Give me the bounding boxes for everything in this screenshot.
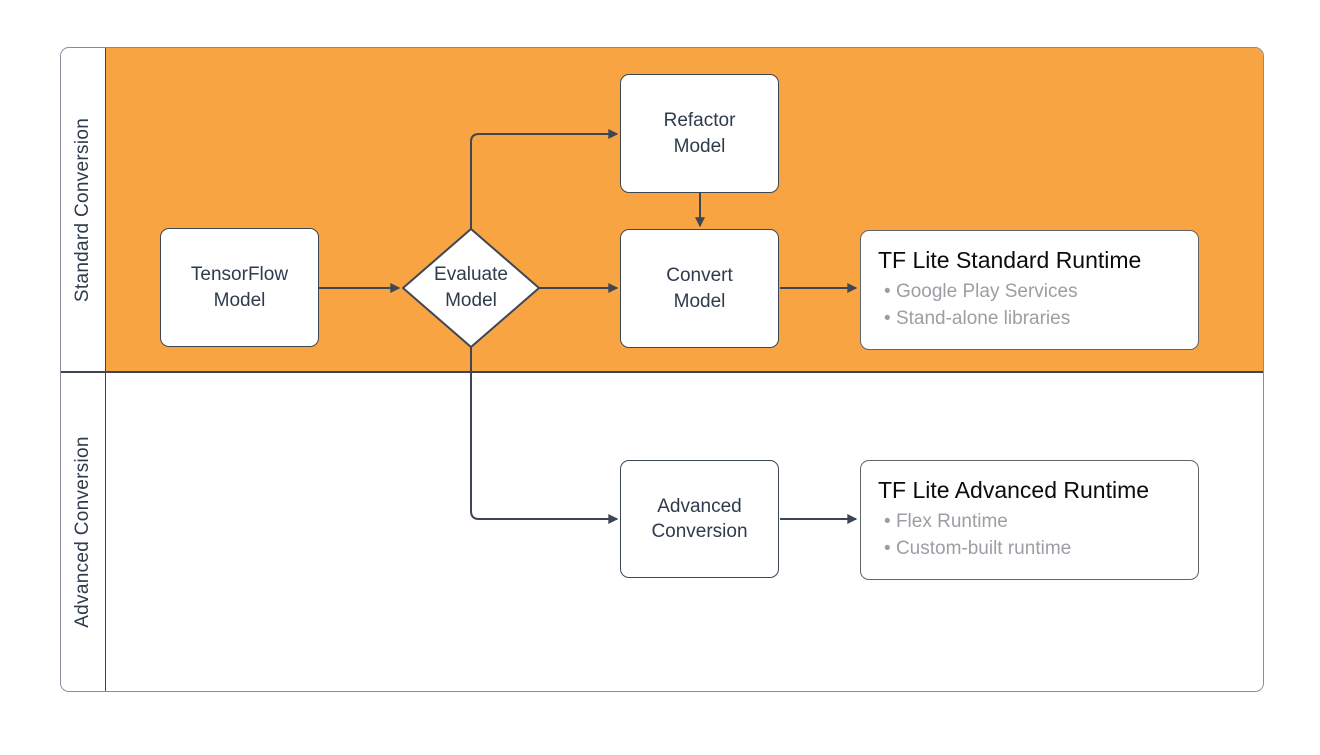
node-tflite-advanced-runtime: TF Lite Advanced Runtime Flex Runtime Cu… <box>860 460 1199 580</box>
node-advanced-conversion: Advanced Conversion <box>620 460 779 578</box>
node-evaluate-model-label: Evaluate Model <box>434 264 508 311</box>
lane-label-column-advanced: Advanced Conversion <box>61 373 106 691</box>
evaluate-model-diamond <box>402 228 540 348</box>
standard-runtime-title: TF Lite Standard Runtime <box>878 247 1142 274</box>
lane-label-column-standard: Standard Conversion <box>61 48 106 371</box>
node-tensorflow-model: TensorFlow Model <box>160 228 319 347</box>
advanced-runtime-title: TF Lite Advanced Runtime <box>878 477 1150 504</box>
standard-runtime-bullet-1: Google Play Services <box>878 279 1198 306</box>
advanced-runtime-bullet-1: Flex Runtime <box>878 509 1198 536</box>
edge-evaluate-to-refactor <box>470 129 619 229</box>
advanced-runtime-bullet-2: Custom-built runtime <box>878 536 1198 563</box>
standard-runtime-bullet-2: Stand-alone libraries <box>878 306 1198 333</box>
edge-evaluate-to-advanced-conversion <box>470 347 619 524</box>
node-tflite-standard-runtime: TF Lite Standard Runtime Google Play Ser… <box>860 230 1199 350</box>
node-refactor-model: Refactor Model <box>620 74 779 193</box>
node-convert-model: Convert Model <box>620 229 779 348</box>
